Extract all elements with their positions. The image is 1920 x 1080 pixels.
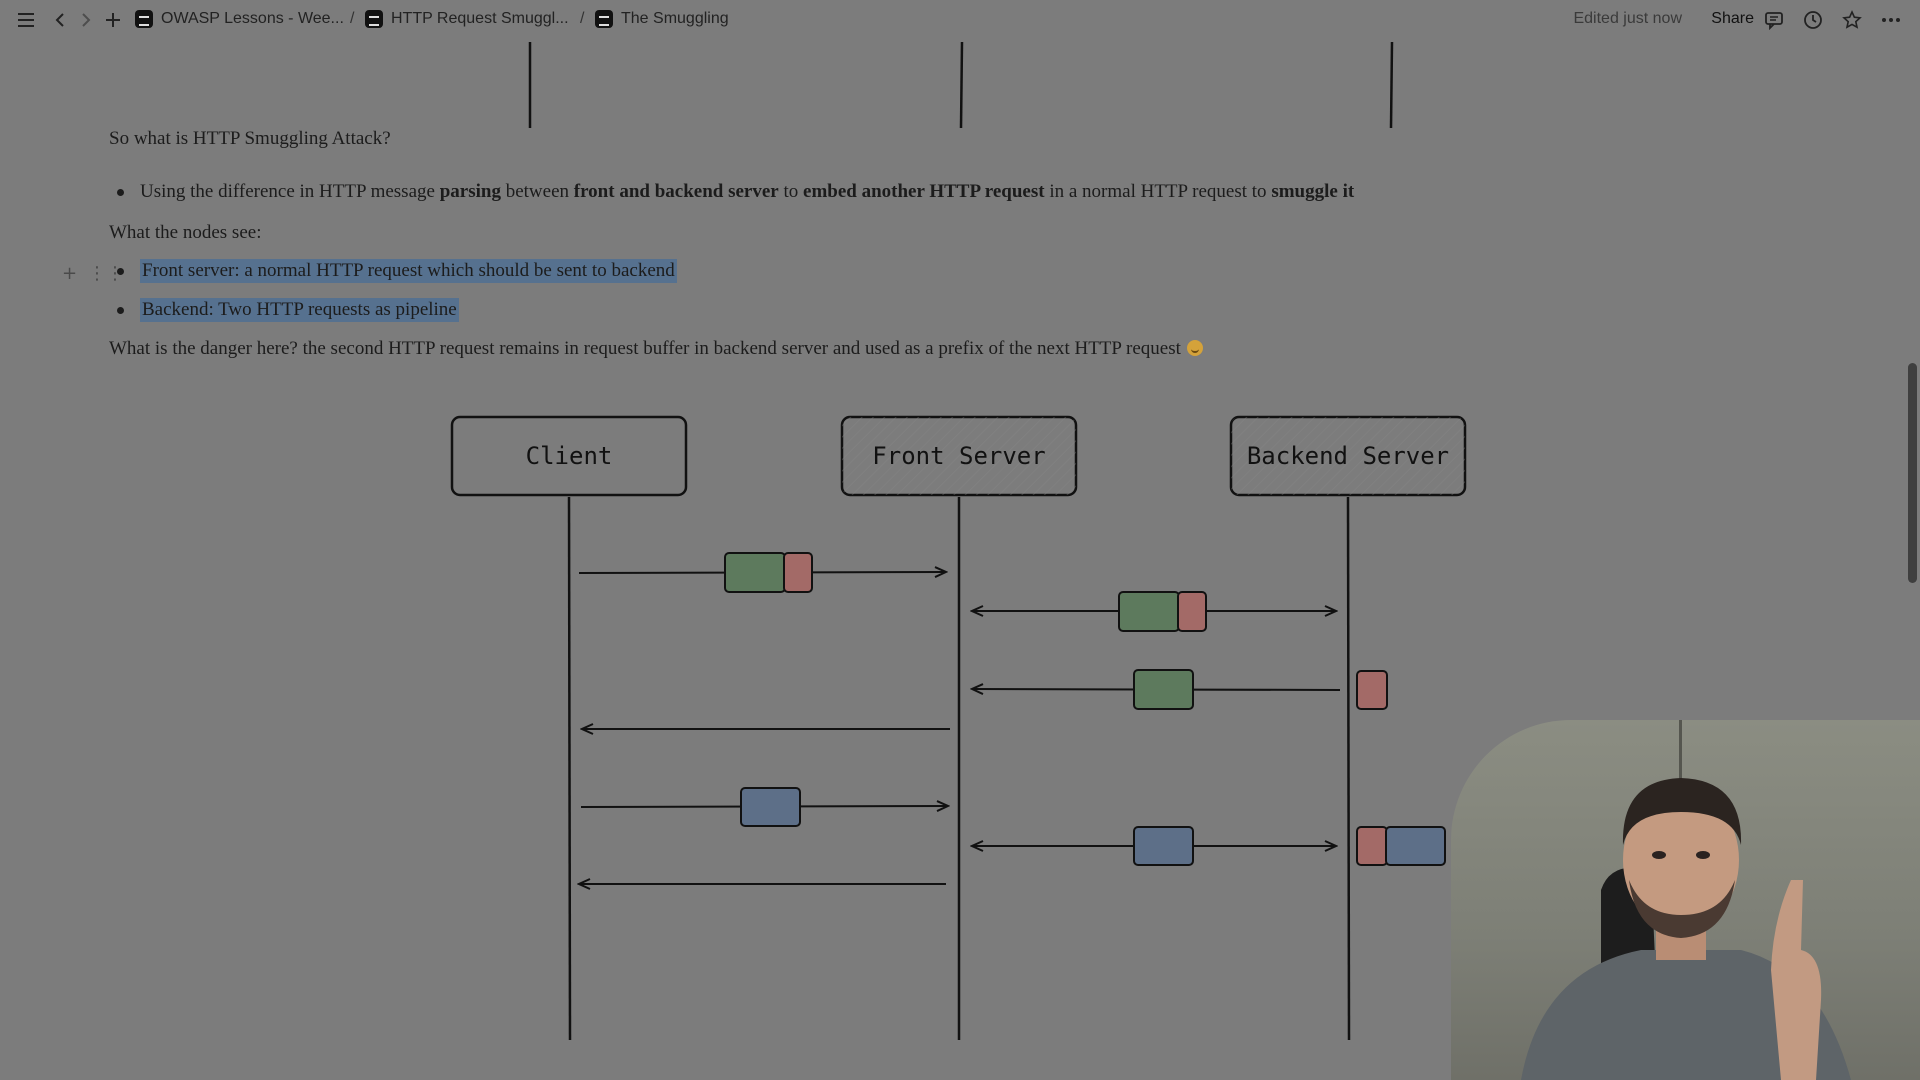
scrollbar[interactable]: [1906, 40, 1920, 1080]
request-block-red: [1177, 591, 1207, 632]
more-dots-icon[interactable]: [1879, 8, 1903, 32]
scrollbar-thumb[interactable]: [1908, 363, 1917, 583]
star-icon[interactable]: [1840, 8, 1864, 32]
top-bar: OWASP Lessons - Wee... / HTTP Request Sm…: [0, 0, 1920, 40]
bullet-dot: [117, 188, 124, 196]
request-block-blue: [740, 787, 801, 827]
front-server-node: Front Server: [840, 415, 1078, 497]
plus-icon[interactable]: [101, 8, 125, 32]
definition-text: Using the difference in HTTP message par…: [140, 181, 1355, 202]
buffered-block-red: [1356, 826, 1388, 866]
front-view-text: Front server: a normal HTTP request whic…: [140, 259, 677, 283]
backend-server-node: Backend Server: [1229, 415, 1467, 497]
danger-paragraph: What is the danger here? the second HTTP…: [109, 338, 1203, 360]
breadcrumb-separator: /: [580, 10, 585, 27]
buffered-block-blue: [1385, 826, 1446, 866]
breadcrumb-separator: /: [350, 10, 355, 27]
response-block-green: [1133, 669, 1194, 710]
nodes-heading: What the nodes see:: [109, 222, 262, 243]
backend-view-bullet[interactable]: Backend: Two HTTP requests as pipeline: [117, 298, 459, 322]
bullet-dot: [117, 306, 124, 314]
prev-lifeline-front: [959, 41, 964, 129]
back-arrow-icon[interactable]: [48, 8, 72, 32]
sidebar-toggle-icon[interactable]: [14, 8, 38, 32]
backend-server-node-label: Backend Server: [1247, 442, 1449, 470]
breadcrumb-item-http-request-smuggling[interactable]: HTTP Request Smuggl...: [365, 10, 569, 28]
client-lifeline: [567, 496, 572, 1041]
bullet-dot: [117, 267, 124, 275]
question-paragraph: So what is HTTP Smuggling Attack?: [109, 128, 391, 149]
request-block-red: [783, 552, 813, 593]
page-icon: [365, 10, 383, 28]
breadcrumb-item-owasp-lessons[interactable]: OWASP Lessons - Wee...: [135, 10, 344, 28]
request-block-blue: [1133, 826, 1194, 866]
buffered-block-red: [1356, 670, 1388, 710]
client-node: Client: [450, 415, 688, 497]
breadcrumb-label: The Smuggling: [621, 10, 729, 27]
backend-lifeline: [1346, 496, 1351, 1041]
webcam-overlay: [1451, 720, 1920, 1080]
forward-arrow-icon[interactable]: [74, 8, 98, 32]
prev-lifeline-backend: [1389, 41, 1394, 129]
smiley-emoji-icon: [1186, 340, 1203, 356]
request-block-green: [724, 552, 786, 593]
definition-bullet: Using the difference in HTTP message par…: [117, 181, 1354, 203]
front-view-bullet[interactable]: Front server: a normal HTTP request whic…: [117, 259, 677, 283]
breadcrumb-label: OWASP Lessons - Wee...: [161, 10, 344, 27]
breadcrumb-label: HTTP Request Smuggl...: [391, 10, 569, 27]
comment-icon[interactable]: [1762, 8, 1786, 32]
page-icon: [595, 10, 613, 28]
breadcrumb-item-the-smuggling[interactable]: The Smuggling: [595, 10, 729, 28]
history-clock-icon[interactable]: [1801, 8, 1825, 32]
edit-status: Edited just now: [1573, 10, 1682, 27]
client-node-label: Client: [526, 442, 613, 470]
presenter-video: [1521, 720, 1851, 1080]
add-block-icon[interactable]: +: [62, 263, 78, 284]
backend-view-text: Backend: Two HTTP requests as pipeline: [140, 298, 459, 322]
front-server-node-label: Front Server: [872, 442, 1045, 470]
request-block-green: [1118, 591, 1180, 632]
drag-handle-icon[interactable]: ⋮⋮: [88, 263, 124, 284]
page-icon: [135, 10, 153, 28]
share-button[interactable]: Share: [1711, 10, 1754, 27]
